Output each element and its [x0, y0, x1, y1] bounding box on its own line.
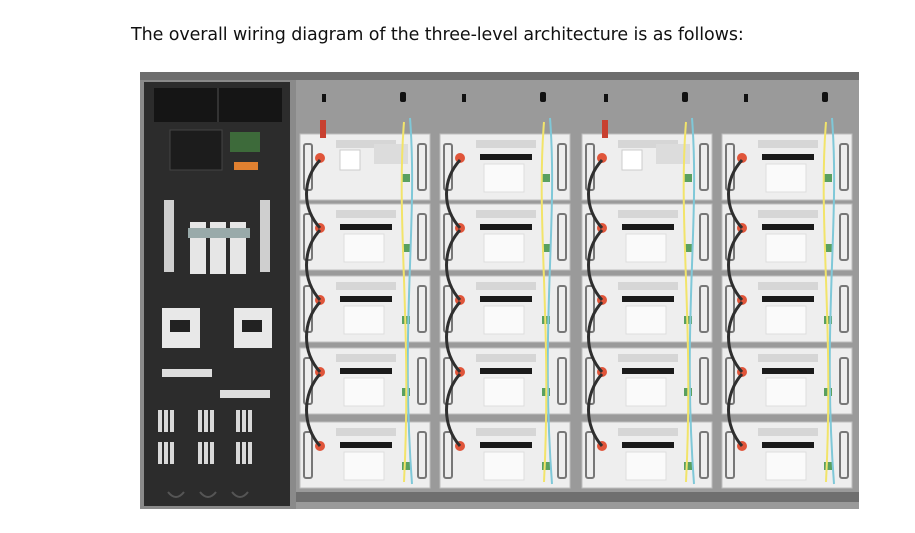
- battery-module: [439, 275, 571, 343]
- battery-module: [299, 347, 431, 415]
- battery-module: [581, 133, 713, 201]
- battery-module: [439, 347, 571, 415]
- battery-module: [439, 203, 571, 271]
- wiring-diagram-figure: [140, 72, 859, 509]
- battery-module: [299, 133, 431, 201]
- battery-module: [581, 275, 713, 343]
- battery-module: [721, 275, 853, 343]
- battery-module: [299, 203, 431, 271]
- battery-module: [721, 133, 853, 201]
- battery-module: [721, 203, 853, 271]
- page-caption: The overall wiring diagram of the three-…: [131, 25, 744, 45]
- battery-module: [439, 133, 571, 201]
- battery-racks: [296, 80, 859, 509]
- control-cabinet: [144, 82, 290, 506]
- battery-module: [299, 275, 431, 343]
- battery-module: [581, 203, 713, 271]
- battery-module: [439, 421, 571, 489]
- battery-module: [581, 347, 713, 415]
- battery-module: [721, 347, 853, 415]
